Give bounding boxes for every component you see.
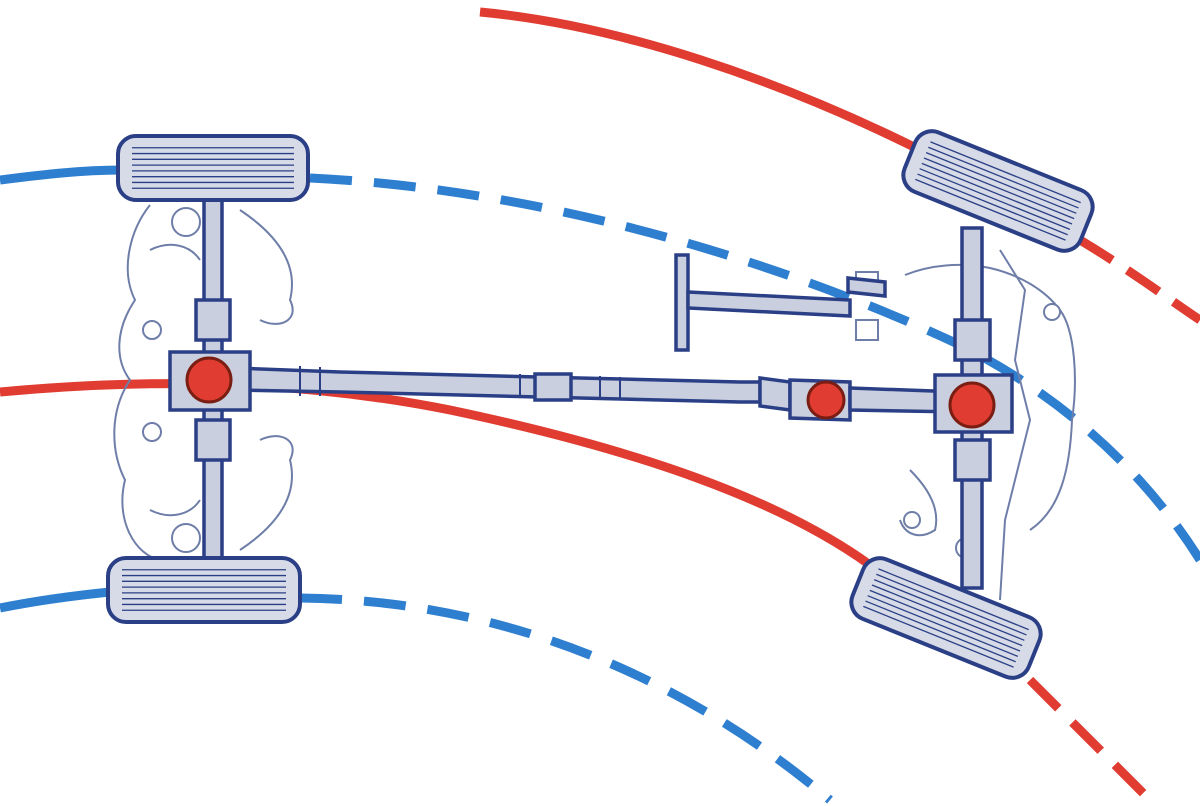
inner-front-track-dashed xyxy=(1026,676,1154,804)
tyre-tread xyxy=(917,173,1068,236)
tyre-tread xyxy=(923,157,1075,220)
inner-rear-track-dashed xyxy=(299,593,833,804)
center-differential xyxy=(806,380,846,420)
tyre-tread xyxy=(863,605,1014,668)
propeller-shaft xyxy=(233,366,962,422)
tyre-tread xyxy=(867,595,1019,657)
tyre-tread xyxy=(915,178,1066,241)
differentials xyxy=(185,356,996,429)
wheel-rear-left xyxy=(116,134,310,202)
tyre-tread xyxy=(869,589,1021,652)
outer-front-track-solid xyxy=(479,7,923,155)
front-differential xyxy=(948,381,996,429)
outer-front-track-dashed xyxy=(1077,236,1200,324)
tyre-tread xyxy=(919,168,1071,230)
wheel-front-right xyxy=(849,556,1043,680)
turning-paths xyxy=(0,7,1200,804)
inner-rear-track-solid xyxy=(0,587,111,613)
rear-suspension-outline xyxy=(113,204,294,561)
steering-linkage xyxy=(674,253,887,352)
rear-differential xyxy=(185,356,233,404)
wheel-front-left xyxy=(901,129,1095,253)
tyre-tread xyxy=(873,579,1025,641)
tyre-tread xyxy=(928,146,1079,209)
inner-front-track-solid xyxy=(0,379,873,569)
tyre-tread xyxy=(878,568,1029,631)
tyre-tread xyxy=(871,584,1023,647)
tyre-tread xyxy=(925,152,1077,214)
tyre-tread xyxy=(865,600,1016,663)
outer-rear-track-solid xyxy=(0,165,123,185)
tyre-tread xyxy=(876,573,1027,636)
tyre-tread xyxy=(921,162,1073,225)
wheel-rear-right xyxy=(106,556,302,624)
outer-rear-track-dashed xyxy=(309,173,1200,563)
tyre-tread xyxy=(930,141,1081,204)
